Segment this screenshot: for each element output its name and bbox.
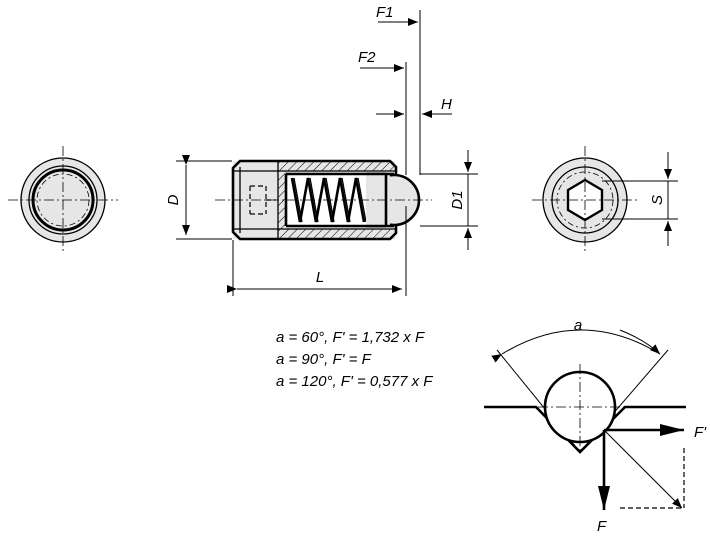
side-section-view <box>215 159 432 241</box>
formula-60: a = 60°, F' = 1,732 x F <box>276 329 425 346</box>
dimension-S: S <box>602 152 678 246</box>
label-a: a <box>574 317 582 334</box>
formula-120: a = 120°, F' = 0,577 x F <box>276 373 433 390</box>
dimension-D1: D1 <box>420 150 478 250</box>
label-F1: F1 <box>376 4 394 21</box>
right-end-view <box>532 146 638 254</box>
formula-90: a = 90°, F' = F <box>276 351 372 368</box>
dimension-F1-F2-H: F1 F2 H <box>358 4 452 175</box>
dimension-D: D <box>165 155 232 240</box>
label-D1: D1 <box>449 190 466 209</box>
label-L: L <box>316 269 324 286</box>
force-diagram: a F F' <box>484 317 707 535</box>
label-F-prime: F' <box>694 424 707 441</box>
label-F2: F2 <box>358 49 376 66</box>
dimension-L: L <box>227 206 407 296</box>
formula-block: a = 60°, F' = 1,732 x F a = 90°, F' = F … <box>276 329 433 390</box>
label-F: F <box>597 518 607 535</box>
label-S: S <box>649 195 666 205</box>
label-H: H <box>441 96 452 113</box>
label-D: D <box>165 194 182 205</box>
left-end-view <box>8 146 118 254</box>
